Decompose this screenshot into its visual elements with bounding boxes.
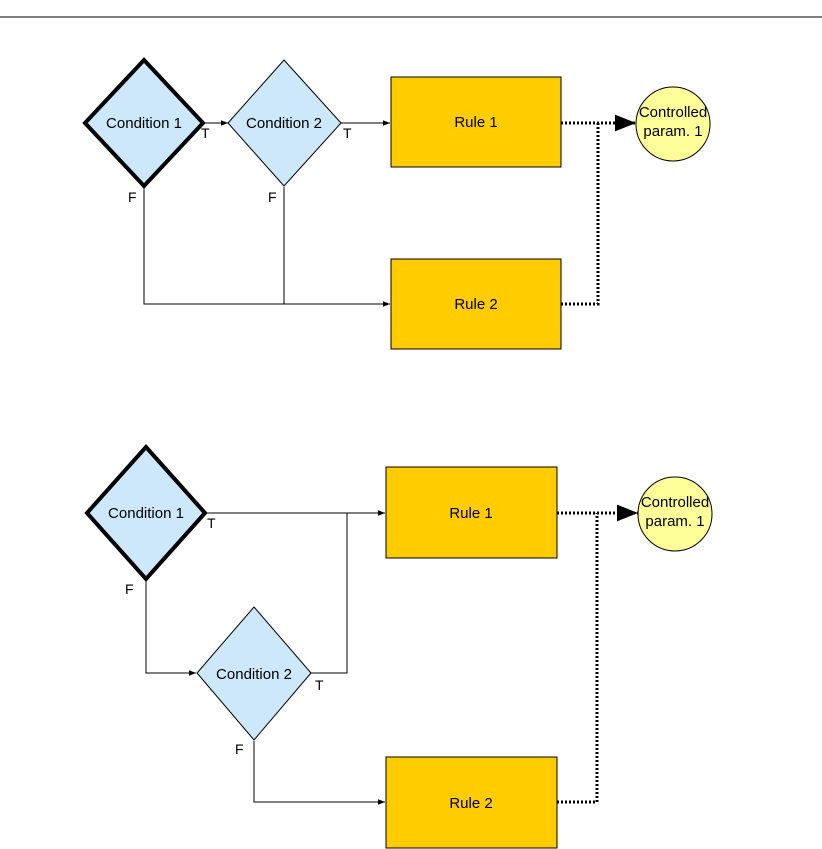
bottom-condition1-diamond xyxy=(84,443,208,583)
bottom-condition2-diamond xyxy=(196,606,312,741)
bottom-condition2-label: Condition 2 xyxy=(216,666,292,683)
top-condition1-diamond xyxy=(82,57,206,189)
bottom-cond2-false-label: F xyxy=(235,741,244,757)
top-controlled-param-node xyxy=(635,86,711,162)
bottom-controlled-param-label-line2: param. 1 xyxy=(645,513,704,530)
bottom-cond2-true-label: T xyxy=(315,677,324,693)
top-condition1-label: Condition 1 xyxy=(106,115,182,132)
bottom-edge-rule2-to-param xyxy=(557,513,599,804)
bottom-rule1-box xyxy=(385,466,558,559)
top-controlled-param-label-line2: param. 1 xyxy=(643,123,702,140)
bottom-edge-cond2-true-to-rule1 xyxy=(311,513,348,674)
top-cond2-false-label: F xyxy=(268,189,277,205)
bottom-cond1-false-label: F xyxy=(125,581,134,597)
top-edge-rule2-to-param xyxy=(561,123,600,306)
bottom-rule1-label: Rule 1 xyxy=(449,505,492,522)
bottom-edge-cond1-false-to-cond2 xyxy=(145,579,196,676)
top-cond2-true-label: T xyxy=(343,125,352,141)
top-rule1-label: Rule 1 xyxy=(454,114,497,131)
bottom-cond1-true-label: T xyxy=(207,515,216,531)
top-condition2-label: Condition 2 xyxy=(246,115,322,132)
bottom-condition1-label: Condition 1 xyxy=(108,505,184,522)
bottom-rule2-box xyxy=(385,756,558,849)
top-cond1-false-label: F xyxy=(128,189,137,205)
bottom-controlled-param-node xyxy=(637,476,713,552)
top-rule1-box xyxy=(390,76,562,168)
top-condition2-diamond xyxy=(227,59,342,187)
top-controlled-param-label-line1: Controlled xyxy=(639,104,707,121)
top-rule2-label: Rule 2 xyxy=(454,296,497,313)
bottom-rule2-label: Rule 2 xyxy=(449,795,492,812)
bottom-controlled-param-label-line1: Controlled xyxy=(641,494,709,511)
diagram-top: Condition 1 Condition 2 Rule 1 Rule 2 Co… xyxy=(82,57,711,350)
top-rule2-box xyxy=(390,258,562,350)
top-cond1-true-label: T xyxy=(201,125,210,141)
bottom-edge-cond2-false-to-rule2 xyxy=(253,741,385,805)
diagram-bottom: Condition 1 Condition 2 Rule 1 Rule 2 Co… xyxy=(84,443,713,849)
top-edge-cond1-false-to-rule2 xyxy=(143,187,390,307)
